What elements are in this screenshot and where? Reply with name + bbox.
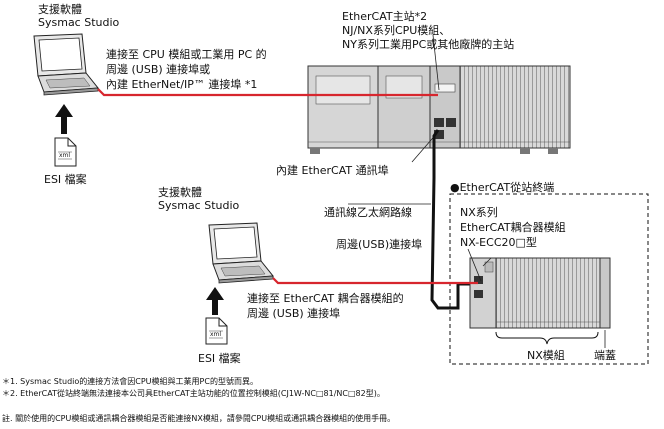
pc-top-software-zh: 支援軟體 <box>38 3 82 16</box>
slave-title-line2: EtherCAT耦合器模組 <box>460 221 566 234</box>
slave-terminal-boundary <box>449 193 649 365</box>
pc-top-connection-line1: 連接至 CPU 模組或工業用 PC 的 <box>106 48 267 61</box>
pc-bottom-connection-line1: 連接至 EtherCAT 耦合器模組的 <box>247 292 404 305</box>
pc-bottom-connection-line2: 周邊 (USB) 連接埠 <box>247 307 341 320</box>
usb-cable-top <box>97 88 438 97</box>
pc-top-esi-label: ESI 檔案 <box>44 173 87 186</box>
pc-bottom-esi-label: ESI 檔案 <box>198 352 241 365</box>
slave-endcap-label: 端蓋 <box>594 349 616 362</box>
up-arrow-icon-bottom <box>206 287 224 315</box>
master-port-label: 內建 EtherCAT 通訊埠 <box>276 164 389 177</box>
slave-nx-label: NX模組 <box>527 349 565 362</box>
up-arrow-icon-top <box>55 104 73 134</box>
master-title-line1: EtherCAT主站*2 <box>342 10 428 23</box>
footnote-remark: 註. 關於使用的CPU模組或通訊耦合器模組是否能連接NX模組，請參閱CPU模組或… <box>2 414 396 423</box>
pc-top-software-en: Sysmac Studio <box>38 16 120 29</box>
pc-top-xml-label: xml <box>59 152 71 159</box>
master-title-line2: NJ/NX系列CPU模組、 <box>342 24 451 37</box>
pc-bottom-xml-label: xml <box>210 331 222 338</box>
slave-usb-label: 周邊(USB)連接埠 <box>336 238 423 251</box>
laptop-icon-top <box>33 33 99 96</box>
laptop-icon-bottom <box>208 222 274 284</box>
pc-bottom-software-zh: 支援軟體 <box>158 186 202 199</box>
xml-file-icon-bottom <box>205 317 228 345</box>
slave-terminal-device <box>469 257 611 329</box>
cable-label: 通訊線乙太網路線 <box>324 206 412 219</box>
slave-header: ●EtherCAT從站終端 <box>450 181 555 194</box>
slave-title-line1: NX系列 <box>460 206 498 219</box>
pc-top-connection-line3: 內建 EtherNet/IP™ 連接埠 *1 <box>106 78 258 91</box>
pc-top-connection-line2: 周邊 (USB) 連接埠或 <box>106 63 211 76</box>
footnote-1: ＊1. Sysmac Studio的連接方法會因CPU模組與工業用PC的型號而異… <box>2 377 258 386</box>
footnote-2: ＊2. EtherCAT從站終端無法連接本公司具EtherCAT主站功能的位置控… <box>2 389 385 398</box>
master-title-line3: NY系列工業用PC或其他廠牌的主站 <box>342 38 515 51</box>
ethercat-cable <box>430 129 476 310</box>
nx-modules-brace <box>495 331 599 345</box>
usb-cable-bottom <box>272 277 478 285</box>
pc-bottom-software-en: Sysmac Studio <box>158 199 240 212</box>
slave-title-line3: NX-ECC20□型 <box>460 236 537 249</box>
xml-file-icon-top <box>54 137 77 167</box>
master-controller-device <box>307 65 571 154</box>
